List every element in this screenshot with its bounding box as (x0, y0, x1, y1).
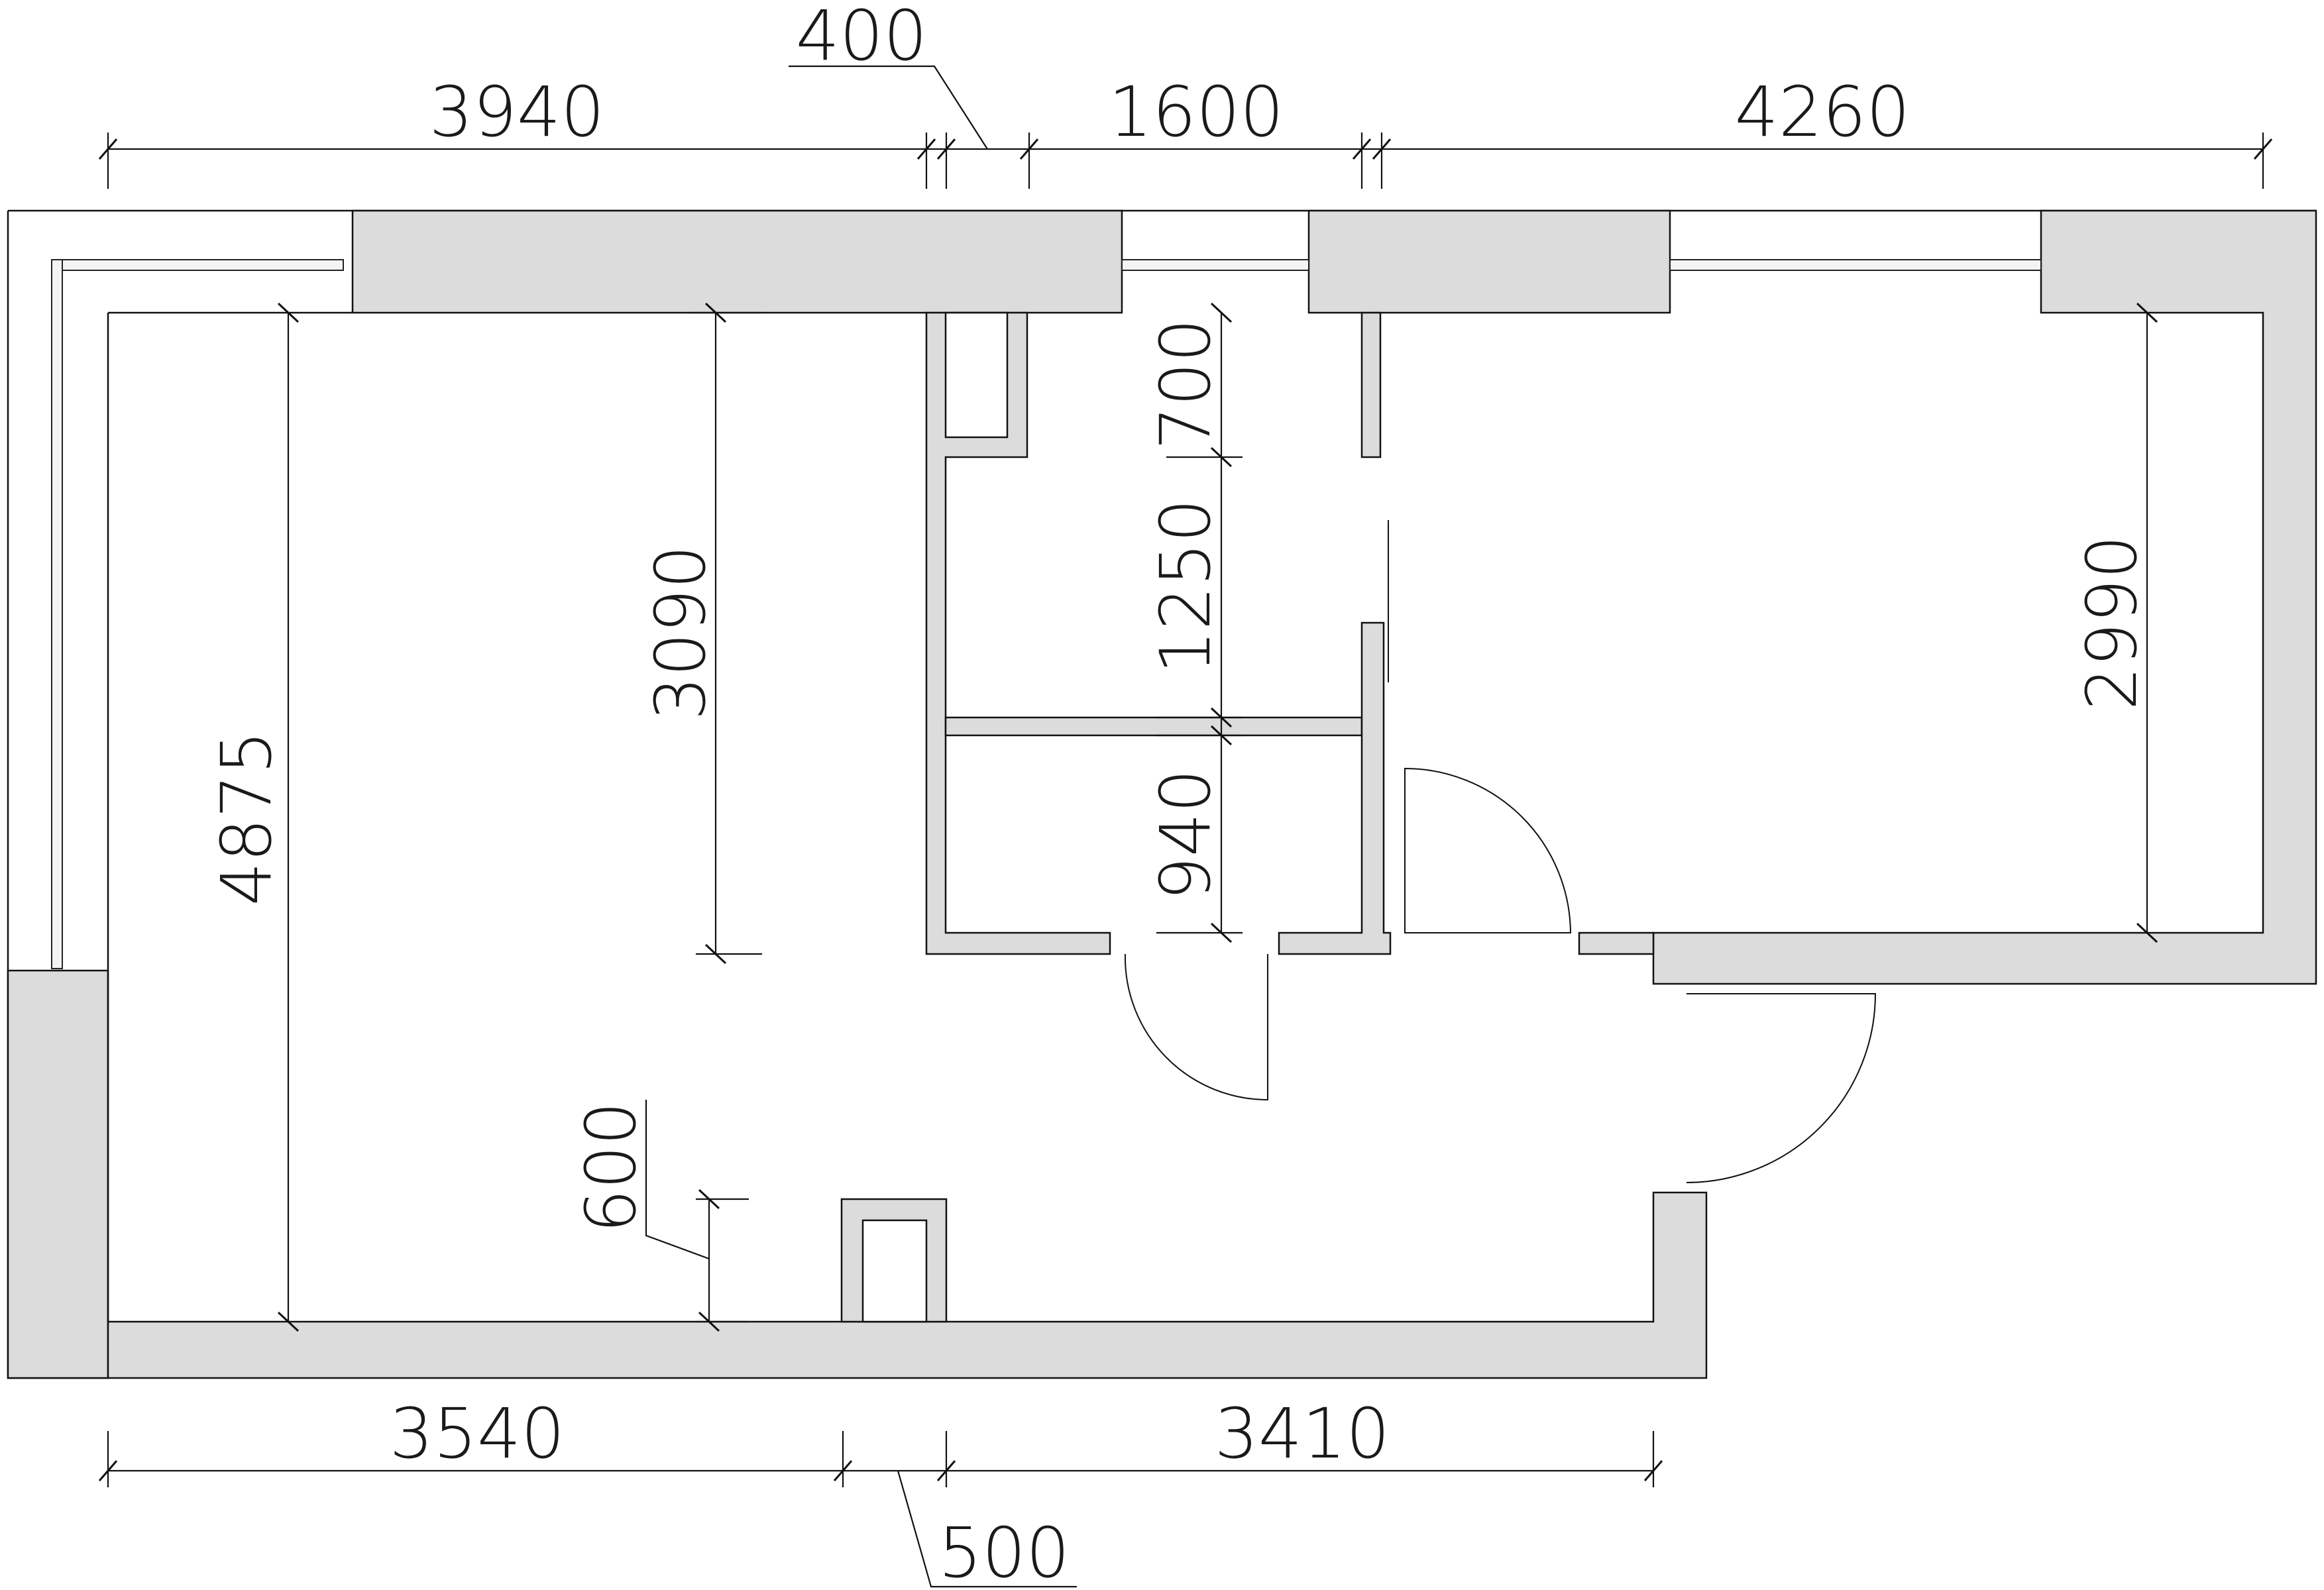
dim-leader-500 (897, 1470, 1077, 1588)
dim-label-corridor-top: 700 (1145, 319, 1226, 450)
dimension-lines (107, 65, 2264, 1588)
dim-label-top-left: 3940 (429, 72, 605, 152)
tick (277, 302, 300, 323)
tick (1210, 707, 1233, 728)
dim-label-bottom-right: 3410 (1215, 1393, 1390, 1474)
tick (2253, 138, 2273, 160)
wall-right (1652, 209, 2317, 985)
tick (704, 302, 727, 323)
door-swing-right-room (1404, 767, 1572, 933)
dim-leader-600 (645, 1100, 710, 1260)
tick (704, 943, 727, 965)
window-top-middle (1121, 259, 1309, 271)
dim-label-left-height: 4875 (206, 731, 287, 906)
tick (2136, 922, 2158, 943)
tick (1019, 138, 1039, 160)
tick (1210, 447, 1233, 468)
tick (1210, 725, 1233, 746)
door-swing-entrance (1686, 993, 1877, 1183)
dim-label-living-height: 3090 (640, 545, 721, 721)
wall-top-middle (1307, 209, 1671, 314)
dim-label-top-leader: 400 (796, 0, 928, 76)
dim-label-corridor-bottom: 940 (1145, 769, 1226, 901)
tick (698, 1311, 720, 1332)
dim-label-niche-height: 600 (571, 1102, 651, 1234)
dim-label-corridor-mid: 1250 (1145, 499, 1226, 674)
tick (1372, 138, 1392, 160)
dim-leader-400 (789, 65, 988, 150)
wall-left-bottom (7, 969, 109, 1379)
niche-inner (861, 1219, 928, 1323)
partition-shaft (925, 311, 1111, 955)
wall-top-left (351, 209, 1123, 314)
tick (98, 138, 118, 160)
dim-label-bottom-left: 3540 (390, 1393, 565, 1474)
dim-label-top-middle: 1600 (1109, 72, 1284, 152)
tick (833, 1460, 853, 1481)
tick (98, 1460, 118, 1481)
tick (916, 138, 936, 160)
tick (277, 1311, 300, 1332)
partition-shaft-inner (944, 311, 1009, 439)
tick (2136, 302, 2158, 323)
tick (1210, 302, 1233, 323)
partition-right-upper (1360, 311, 1382, 458)
partition-horizontal (944, 716, 1363, 737)
wall-bottom (107, 1191, 1708, 1379)
window-top-right (1669, 259, 2042, 271)
door-swing-corridor (1124, 953, 1268, 1101)
window-left-side (51, 259, 63, 969)
dim-label-right-height: 2990 (2072, 535, 2152, 711)
tick (1643, 1460, 1663, 1481)
interior-outline (107, 311, 353, 1322)
tick (936, 138, 956, 160)
walls (7, 209, 2317, 1379)
window-left-top (51, 259, 344, 271)
wall-stub-right (1578, 931, 1655, 955)
partition-right-lower (1278, 621, 1392, 955)
dim-label-bottom-leader: 500 (938, 1512, 1070, 1590)
dimension-labels: 3940 400 1600 4260 3540 500 3410 4875 30… (206, 0, 2152, 1590)
windows (51, 259, 2042, 969)
tick (936, 1460, 956, 1481)
dimension-ticks (98, 138, 2273, 1481)
dim-label-top-right: 4260 (1735, 72, 1910, 152)
doors (1124, 520, 1877, 1183)
tick (698, 1189, 720, 1210)
tick (1210, 922, 1233, 943)
tick (1352, 138, 1372, 160)
